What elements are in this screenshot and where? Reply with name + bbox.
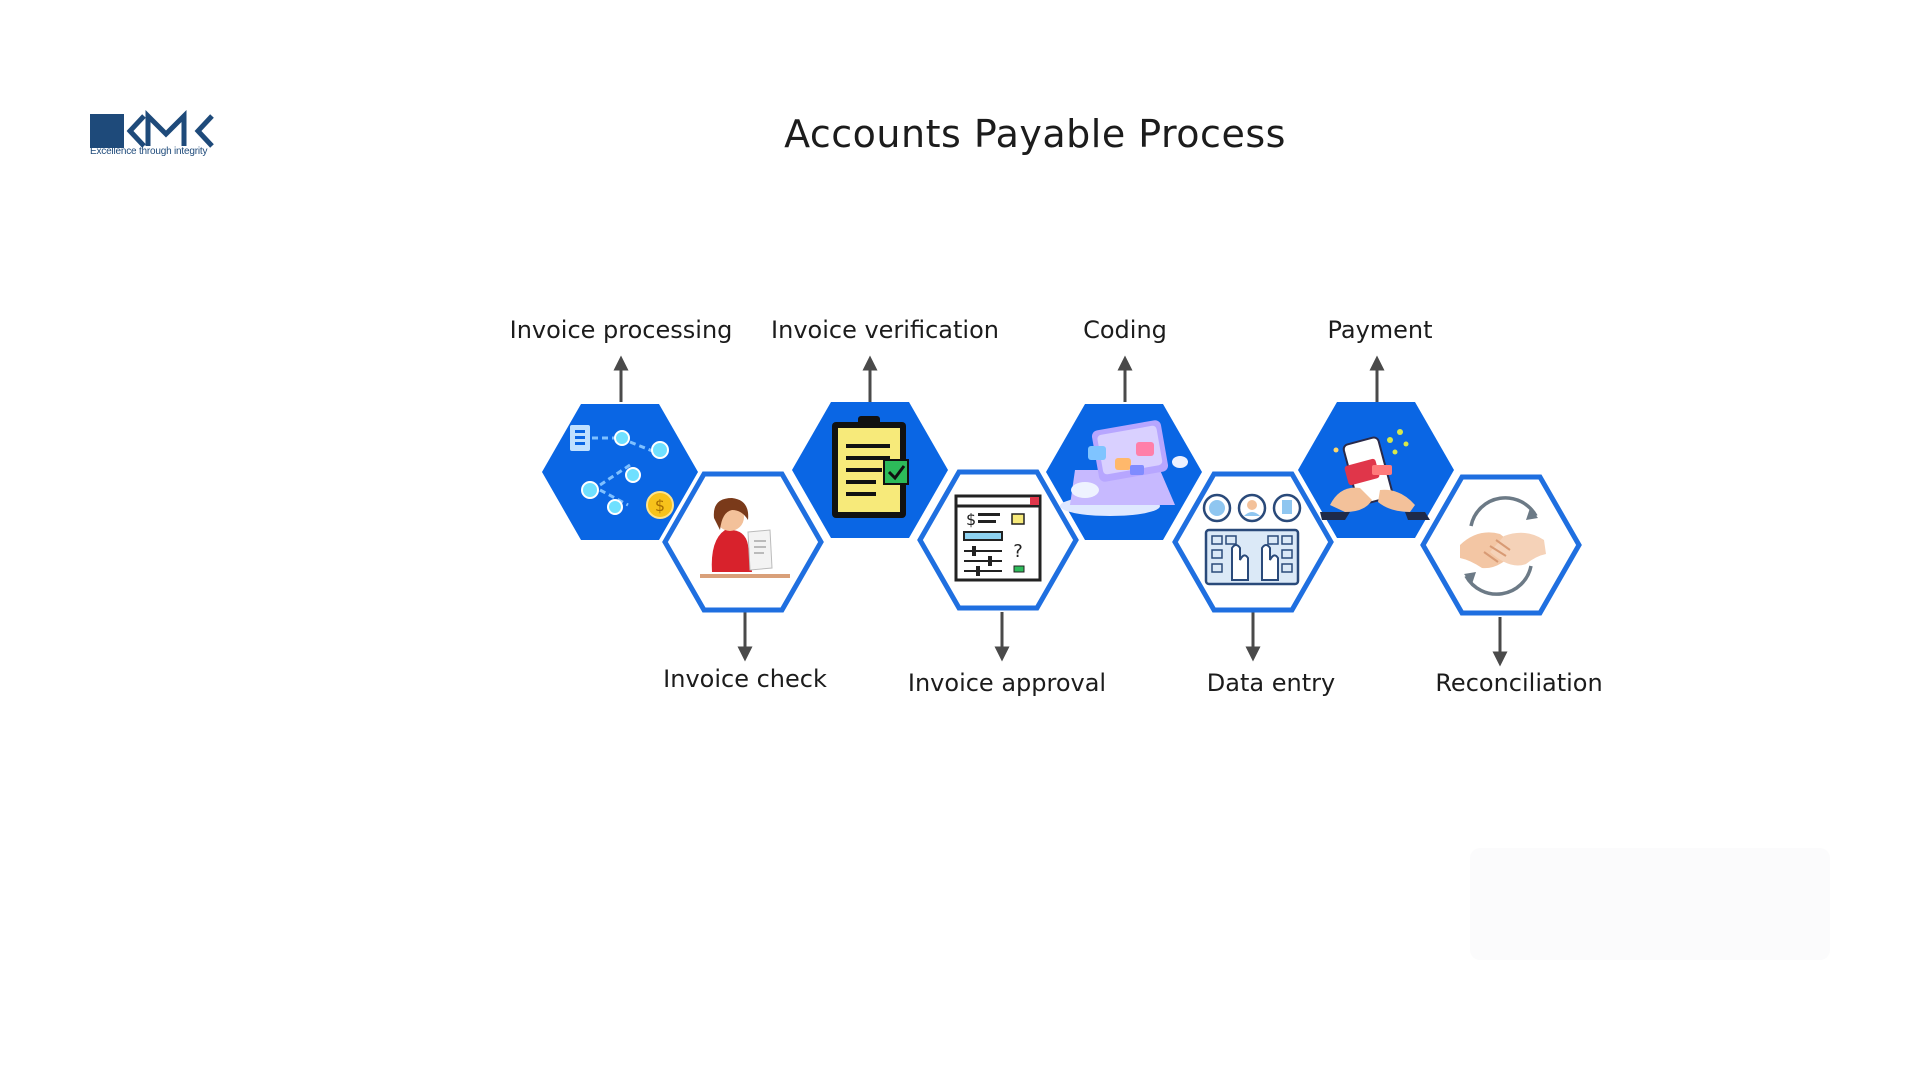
workflow-dollar-icon: $ — [570, 425, 674, 519]
hex-reconciliation — [1420, 474, 1582, 616]
label-invoice-approval: Invoice approval — [907, 669, 1107, 697]
kmk-logo — [90, 109, 214, 148]
label-coding: Coding — [1083, 316, 1167, 344]
hex-invoice-processing: $ — [542, 404, 698, 540]
woman-reading-paper-icon — [700, 498, 790, 578]
label-reconciliation: Reconciliation — [1435, 669, 1603, 697]
arrows — [613, 355, 1508, 667]
label-invoice-processing: Invoice processing — [509, 316, 733, 344]
label-data-entry: Data entry — [1206, 669, 1336, 697]
logo-k2 — [194, 114, 214, 148]
hex-invoice-check — [662, 471, 824, 613]
hex-data-entry — [1172, 471, 1334, 613]
logo-m — [145, 109, 187, 146]
faint-overlay-box — [1470, 848, 1830, 960]
label-payment: Payment — [1327, 316, 1433, 344]
clipboard-check-icon — [832, 416, 909, 518]
keyboard-typing-icon — [1202, 493, 1302, 586]
mobile-card-payment-icon — [1320, 429, 1430, 520]
svg-text:?: ? — [1013, 541, 1023, 562]
hex-invoice-verification — [792, 402, 948, 538]
laptop-code-icon — [1060, 420, 1188, 516]
logo-tagline: Excellence through integrity — [90, 146, 208, 157]
label-invoice-verification: Invoice verification — [771, 316, 999, 344]
page-title: Accounts Payable Process — [784, 112, 1286, 156]
invoice-form-icon: $ ? — [954, 494, 1042, 582]
svg-text:$: $ — [966, 510, 976, 529]
handshake-cycle-icon — [1460, 496, 1546, 596]
logo-k1 — [126, 114, 146, 148]
svg-text:$: $ — [655, 496, 665, 515]
hex-coding — [1046, 404, 1202, 540]
label-invoice-check: Invoice check — [663, 665, 827, 693]
hex-invoice-approval: $ ? — [917, 469, 1079, 611]
logo-square — [90, 114, 124, 148]
hex-payment — [1298, 402, 1454, 538]
